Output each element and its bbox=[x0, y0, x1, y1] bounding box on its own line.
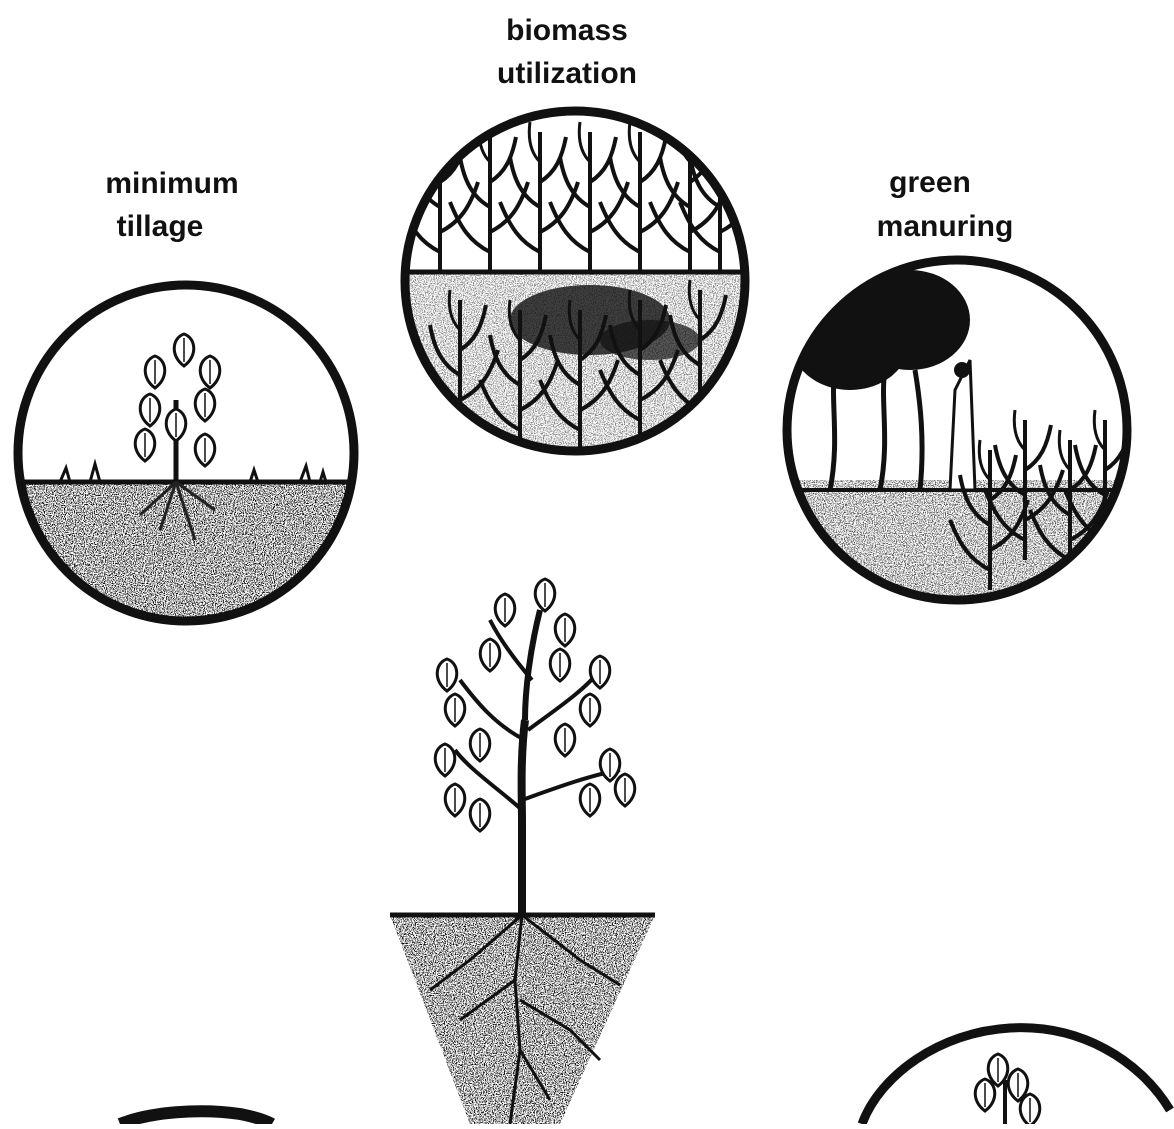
biomass-label-line2: utilization bbox=[497, 57, 637, 90]
biomass-label-line1: biomass bbox=[506, 14, 628, 47]
manuring-label-line2: manuring bbox=[877, 210, 1014, 243]
minimum-tillage-illustration bbox=[0, 285, 380, 632]
tillage-label-line2: tillage bbox=[117, 210, 204, 243]
manuring-label-line1: green bbox=[889, 166, 971, 199]
biomass-utilization-illustration bbox=[400, 111, 758, 460]
green-manuring-illustration bbox=[787, 260, 1143, 610]
tillage-label-line1: minimum bbox=[105, 167, 238, 200]
bottom-right-circle-partial bbox=[862, 1028, 1170, 1124]
bottom-left-circle-partial bbox=[120, 1111, 272, 1124]
central-plant-illustration bbox=[380, 579, 670, 1124]
